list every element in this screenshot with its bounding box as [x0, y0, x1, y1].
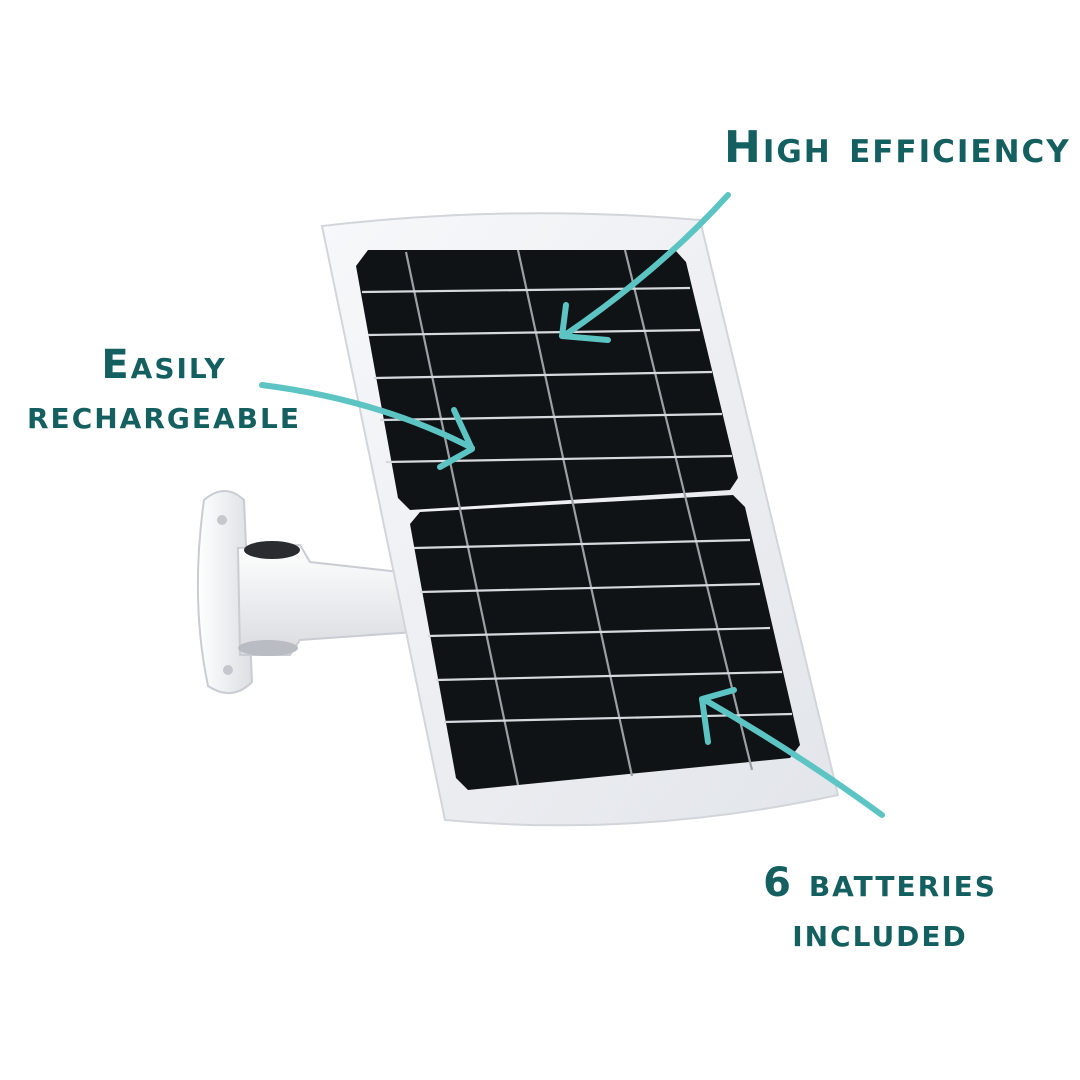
- cell-row-line: [373, 370, 713, 380]
- cell-row-line: [379, 412, 723, 422]
- cell-row-line: [413, 538, 751, 550]
- callout-line: rechargeable: [27, 392, 301, 438]
- solar-panel-icon: [320, 212, 840, 827]
- cell-row-line: [367, 328, 701, 337]
- bracket-arm: [236, 543, 417, 656]
- panel-cell-rows: [361, 286, 793, 724]
- busbar-line: [516, 249, 634, 777]
- bracket-knob-base: [238, 640, 298, 656]
- busbar-line: [404, 251, 520, 786]
- cell-row-line: [435, 670, 783, 682]
- arrow-high-efficiency-icon: [559, 192, 731, 343]
- wall-mount-bracket-icon: [196, 490, 417, 694]
- bracket-knob: [244, 541, 300, 559]
- cell-row-line: [427, 626, 771, 638]
- callout-easily-rechargeable: Easily rechargeable: [14, 340, 314, 440]
- arrow-batteries-icon: [699, 687, 885, 818]
- cell-row-line: [419, 582, 761, 594]
- callout-high-efficiency: High efficiency: [724, 120, 1071, 175]
- callout-batteries-included: 6 batteries included: [745, 858, 1015, 958]
- arrow-easily-rechargeable-icon: [259, 382, 475, 470]
- callout-arrows: [259, 192, 885, 818]
- callout-line: 6 batteries: [763, 860, 997, 906]
- cell-row-line: [385, 454, 733, 464]
- callout-line: included: [792, 910, 968, 956]
- cell-row-line: [361, 286, 691, 294]
- bracket-plate: [196, 490, 254, 694]
- screw-icon: [217, 515, 227, 525]
- screw-icon: [223, 665, 233, 675]
- callout-line: High efficiency: [724, 122, 1071, 173]
- busbar-line: [623, 249, 754, 771]
- panel-busbars: [404, 249, 754, 786]
- callout-line: Easily: [101, 342, 227, 388]
